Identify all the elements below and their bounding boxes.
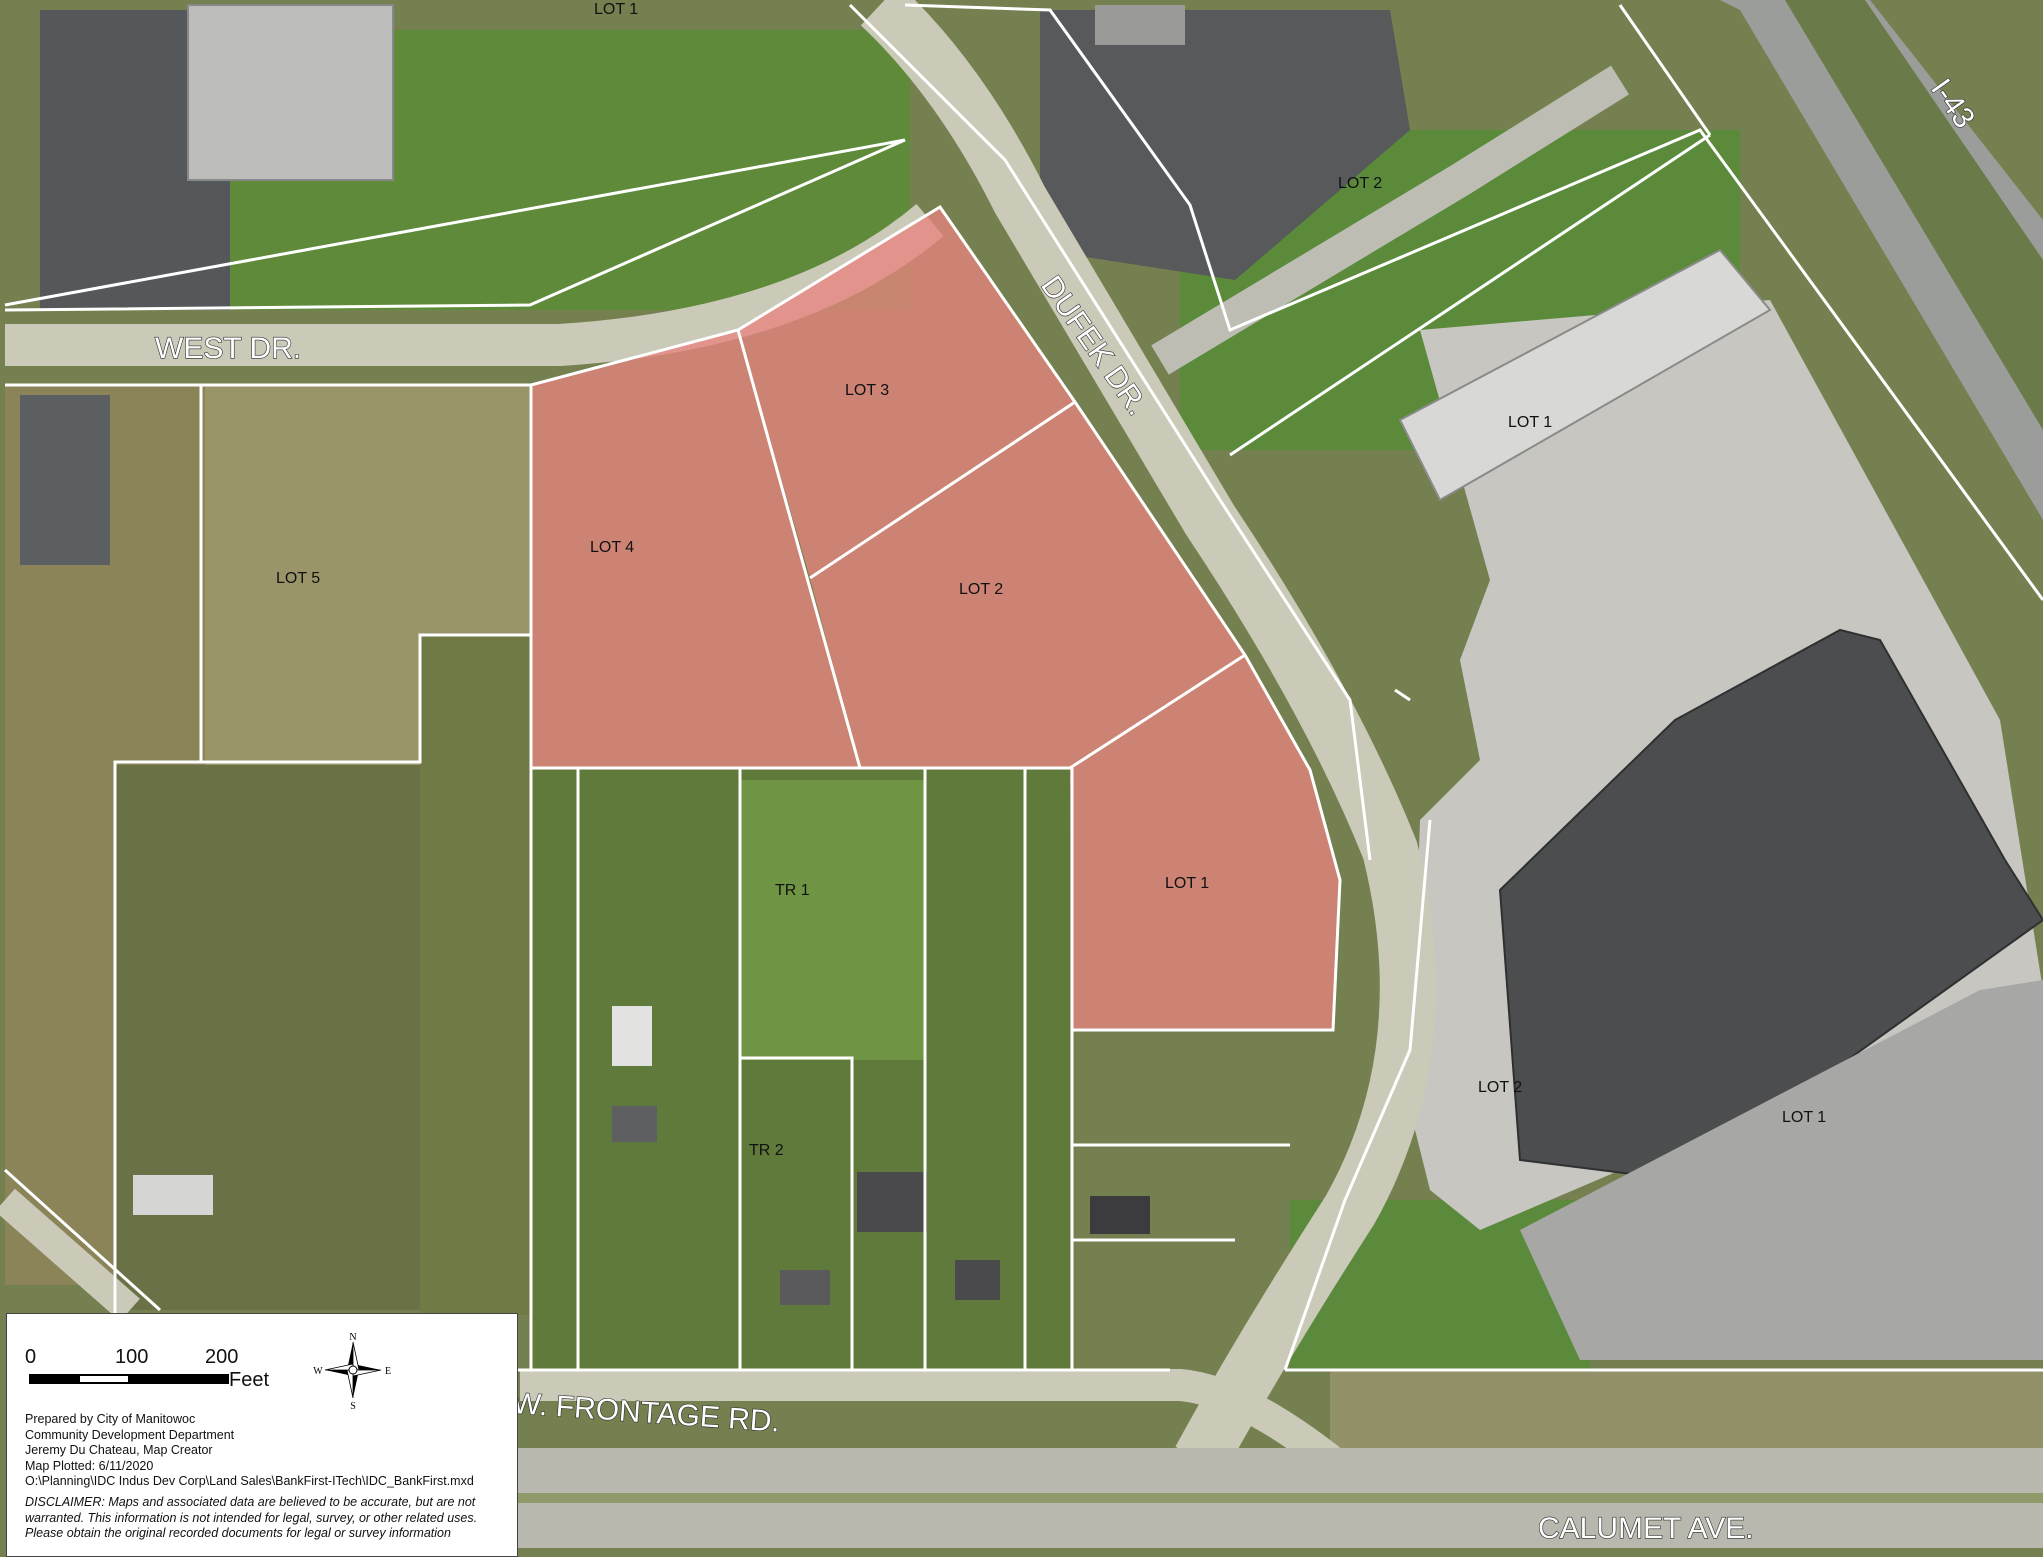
lot-label: LOT 1 [594, 1, 638, 18]
compass-w: W [313, 1366, 323, 1377]
parcel-lines [3, 3, 2043, 1372]
lot-label: LOT 1 [1508, 414, 1552, 431]
house [857, 1172, 927, 1232]
house [612, 1006, 652, 1066]
lot-label: LOT 2 [959, 581, 1003, 598]
disclaimer: DISCLAIMER: Maps and associated data are… [25, 1495, 513, 1542]
highway-i43 [1720, 0, 2043, 520]
compass-e: E [385, 1366, 391, 1377]
house [133, 1175, 213, 1215]
scale-tick-200: 200 [205, 1346, 239, 1368]
lot-label: LOT 2 [1338, 175, 1382, 192]
parcel-lot1-highlight [1070, 655, 1340, 1030]
yard-tr1 [740, 780, 925, 1060]
road-dufek-dr [860, 0, 1436, 1474]
disclaimer-line: DISCLAIMER: Maps and associated data are… [25, 1495, 476, 1509]
disclaimer-line: warranted. This information is not inten… [25, 1510, 478, 1525]
lot-label: TR 2 [749, 1142, 784, 1159]
road-label-west-dr: WEST DR. [155, 332, 301, 365]
parcel-lot3-highlight [738, 207, 1075, 578]
road-sw-diagonal [0, 1188, 140, 1322]
road-frontage [520, 1369, 1340, 1473]
scale-tick-100: 100 [115, 1346, 149, 1368]
parking-west [20, 395, 110, 565]
parcel-lot4-highlight [531, 330, 860, 768]
road-ne-spur [1151, 65, 1630, 375]
north-arrow-icon: N S E W [313, 1332, 391, 1410]
compass-s: S [350, 1401, 356, 1410]
scale-tick-0: 0 [25, 1346, 37, 1368]
tree-farm [115, 765, 420, 1310]
parking-ne [1040, 10, 1410, 280]
compass-n: N [349, 1332, 356, 1343]
scale-bar [29, 1374, 229, 1384]
house [780, 1270, 830, 1305]
lot-label: TR 1 [775, 882, 810, 899]
disclaimer-line: Please obtain the original recorded docu… [25, 1526, 451, 1540]
building-top-left [187, 4, 394, 181]
lot-label: LOT 1 [1782, 1109, 1826, 1126]
legend-panel: 0 100 200 Feet N S E W Prepared by City … [6, 1313, 518, 1557]
house [955, 1260, 1000, 1300]
credit-line: Community Development Department [25, 1427, 235, 1442]
yard-strip [420, 635, 530, 1315]
credit-line: Prepared by City of Manitowoc [25, 1412, 196, 1426]
lot-label: LOT 4 [590, 539, 634, 556]
warehouse-north-building [1398, 248, 1772, 502]
road-label-calumet-ave: CALUMET AVE. [1538, 1512, 1754, 1545]
lot-label: LOT 5 [276, 570, 320, 587]
house [612, 1106, 657, 1142]
credit-line: Map Plotted: 6/11/2020 [25, 1458, 154, 1473]
credit-line: O:\Planning\IDC Indus Dev Corp\Land Sale… [25, 1474, 474, 1488]
building-ne-small [1095, 5, 1185, 45]
map-credits: Prepared by City of Manitowoc Community … [25, 1412, 474, 1490]
lot-label: LOT 1 [1165, 875, 1209, 892]
warehouse-main-building [1498, 628, 2043, 1182]
credit-line: Jeremy Du Chateau, Map Creator [25, 1443, 213, 1457]
lot-label: LOT 3 [845, 382, 889, 399]
highway-median [1785, 0, 2043, 430]
house [1090, 1196, 1150, 1234]
lot-label: LOT 2 [1478, 1079, 1522, 1096]
scale-unit: Feet [229, 1369, 270, 1391]
parking-se [1520, 980, 2043, 1360]
